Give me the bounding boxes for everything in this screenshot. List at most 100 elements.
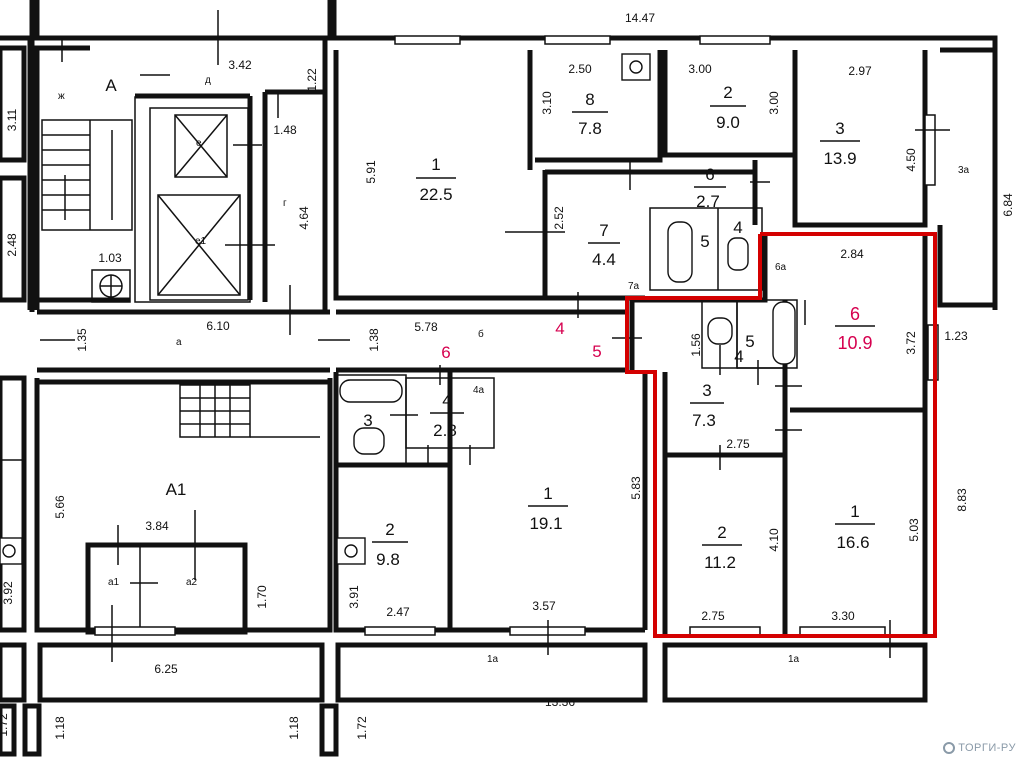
room-tag: е1 <box>195 236 207 247</box>
room-tag: 1а <box>788 654 800 665</box>
room-area: 2.7 <box>696 192 720 211</box>
room-label-6-2.7: 6 2.7 <box>694 165 726 211</box>
room-area: 7.3 <box>692 411 716 430</box>
accent-tag: 4 <box>555 319 564 338</box>
dimension-label: 1.48 <box>273 123 297 137</box>
room-area: 2.8 <box>433 421 457 440</box>
brand-watermark: ТОРГИ-РУ <box>943 742 1016 754</box>
room-area: 9.8 <box>376 550 400 569</box>
room-number: 2 <box>385 520 394 539</box>
dimension-label: 14.47 <box>625 11 655 25</box>
dimension-label: 2.50 <box>568 62 592 76</box>
room-number: 8 <box>585 90 594 109</box>
room-number: 2 <box>717 523 726 542</box>
room-area: 13.9 <box>823 149 856 168</box>
dimension-label: 1.35 <box>75 328 89 352</box>
room-tag: а2 <box>186 577 198 588</box>
room-area: 19.1 <box>529 514 562 533</box>
fixtures <box>0 53 796 565</box>
room-number: 1 <box>850 502 859 521</box>
dimension-label: 8.83 <box>955 488 969 512</box>
room-number: 1 <box>431 155 440 174</box>
dimension-label: 1.38 <box>367 328 381 352</box>
room-label-2-11.2: 2 11.2 <box>702 523 742 572</box>
room-tag: 1а <box>487 654 499 665</box>
room-label-1-19.1: 1 19.1 <box>528 484 568 533</box>
room-tag: а1 <box>108 577 120 588</box>
room-tag: а <box>176 337 182 348</box>
room-tag: 4 <box>734 347 743 366</box>
dimension-label: 1.18 <box>287 716 301 740</box>
dimension-label: 2.48 <box>5 233 19 257</box>
room-number: 7 <box>599 221 608 240</box>
dimension-label: 13.36 <box>545 695 575 709</box>
dimension-label: 3.57 <box>532 599 556 613</box>
dimension-label: 1.18 <box>53 716 67 740</box>
dimension-label: 4.10 <box>767 528 781 552</box>
dimension-label: 2.75 <box>726 437 750 451</box>
dimension-label: 2.47 <box>386 605 410 619</box>
room-tag: 6а <box>775 262 787 273</box>
dimension-label: 3.30 <box>831 609 855 623</box>
dimension-label: 5.91 <box>364 160 378 184</box>
room-tag: 4а <box>473 385 485 396</box>
room-area: 22.5 <box>419 185 452 204</box>
room-label-8: 8 7.8 <box>572 90 608 138</box>
room-label-2-9.0: 2 9.0 <box>710 83 746 132</box>
room-label-1-22.5: 1 22.5 <box>416 155 456 204</box>
room-area: 7.8 <box>578 119 602 138</box>
room-tag: А <box>105 76 117 95</box>
dimension-label: 1.23 <box>944 329 968 343</box>
room-tag: А1 <box>166 480 187 499</box>
room-number: 1 <box>543 484 552 503</box>
door-ticks <box>0 10 950 662</box>
brand-logo-icon <box>943 742 956 754</box>
room-label-3-13.9: 3 13.9 <box>820 119 860 168</box>
dimension-label: 3.10 <box>540 91 554 115</box>
room-label-2-9.8: 2 9.8 <box>372 520 408 569</box>
room-number: 4 <box>442 391 451 410</box>
dimension-label: 2.75 <box>701 609 725 623</box>
room-tag: е <box>196 138 202 149</box>
dimension-label: 4.64 <box>297 206 311 230</box>
dimension-label: 2.97 <box>848 64 872 78</box>
room-labels: 1 22.5 8 7.8 2 9.0 3 13.9 6 2.7 7 4.4 <box>372 83 875 572</box>
room-area: 9.0 <box>716 113 740 132</box>
dimension-label: 1.22 <box>305 68 319 92</box>
dimension-label: 6.25 <box>154 662 178 676</box>
room-tag: 4 <box>733 218 742 237</box>
dimension-label: 3.91 <box>347 585 361 609</box>
dimension-label: 3.11 <box>5 108 19 131</box>
dimension-label: 1.72 <box>355 716 369 740</box>
dimension-label: 5.66 <box>53 495 67 519</box>
dimension-label: 6.10 <box>206 319 230 333</box>
dimension-label: 3.00 <box>688 62 712 76</box>
room-area: 10.9 <box>837 333 872 353</box>
dimension-label: 3.72 <box>904 331 918 355</box>
dimension-label: 3.42 <box>228 58 252 72</box>
dimension-label: 6.84 <box>1001 193 1015 217</box>
dimension-label: 5.83 <box>629 476 643 500</box>
room-tag: 5 <box>745 332 754 351</box>
accent-tag: 6 <box>441 343 450 362</box>
room-tag: 3 <box>363 411 372 430</box>
accent-tag: 5 <box>592 342 601 361</box>
dimension-label: 1.72 <box>0 713 10 737</box>
room-tag: ж <box>58 91 65 102</box>
room-label-3-7.3: 3 7.3 <box>690 381 724 430</box>
room-area: 16.6 <box>836 533 869 552</box>
room-tag: б <box>478 328 484 340</box>
room-label-4-2.8: 4 2.8 <box>430 391 464 440</box>
dimension-label: 3.92 <box>1 581 15 605</box>
dimension-label: 1.03 <box>98 251 122 265</box>
room-number: 3 <box>702 381 711 400</box>
dimension-labels: 14.47 3.42 1.22 3.11 1.48 2.50 3.00 2.97… <box>0 11 1015 740</box>
brand-text: ТОРГИ-РУ <box>958 742 1016 754</box>
room-tag: г <box>283 198 287 209</box>
room-label-6-10.9: 6 10.9 <box>835 304 875 353</box>
room-tag: 7а <box>628 281 640 292</box>
dimension-label: 1.70 <box>255 585 269 609</box>
dimension-label: 4.50 <box>904 148 918 172</box>
dimension-label: 2.84 <box>840 247 864 261</box>
